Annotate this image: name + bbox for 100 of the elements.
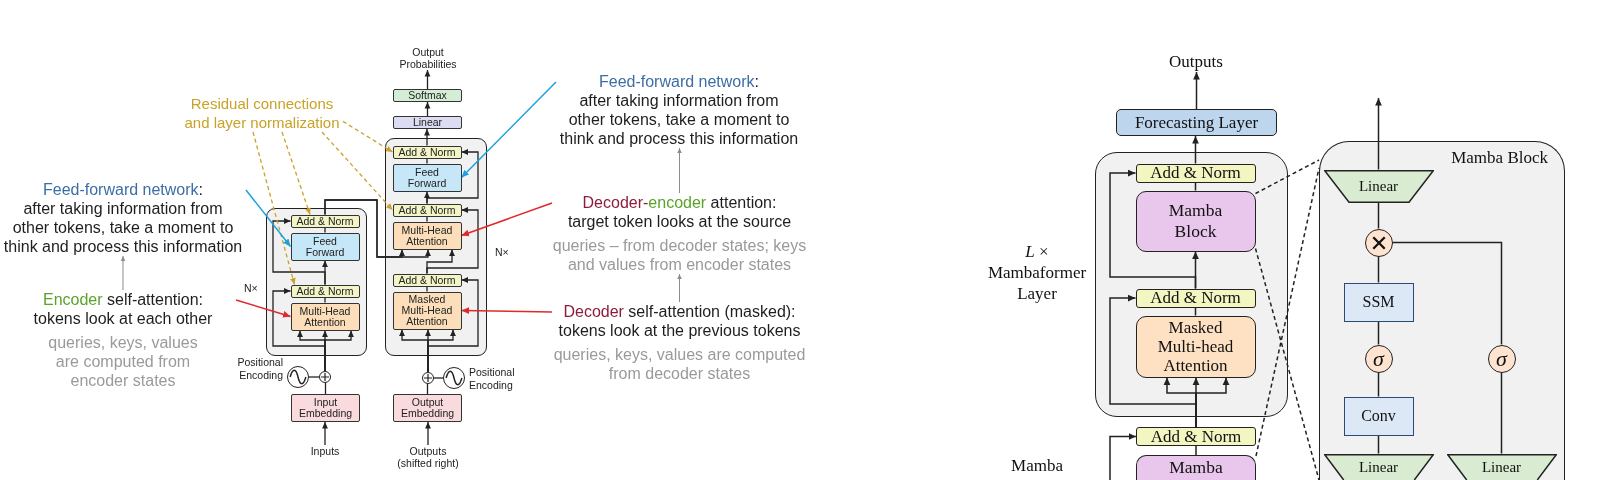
arrow xyxy=(235,299,292,318)
embedding-block: Input Embedding xyxy=(291,394,360,422)
add-norm-block: Add & Norm xyxy=(392,273,462,287)
softmax-block: Softmax xyxy=(393,89,462,102)
arrow xyxy=(427,277,479,373)
arrow xyxy=(272,218,326,286)
plus-icon xyxy=(422,372,434,384)
add-norm-block: Add & Norm xyxy=(1136,427,1256,446)
stack-label: Mamba xyxy=(1010,456,1064,476)
annotation-heading: Feed-forward network: xyxy=(42,180,204,199)
decoder-stack-panel xyxy=(385,138,487,356)
arrow xyxy=(424,101,431,117)
arrow xyxy=(425,421,431,446)
line xyxy=(426,215,428,223)
positional-encoding-label: Positional Encoding xyxy=(236,356,283,382)
arrow xyxy=(460,307,553,314)
arrow xyxy=(322,421,328,446)
dashed-arrow xyxy=(281,131,311,216)
line xyxy=(324,296,326,304)
dashed-arrow xyxy=(342,120,394,153)
arrow xyxy=(324,199,431,258)
line xyxy=(426,383,429,395)
arrow xyxy=(677,273,682,303)
forecasting-layer-block: Forecasting Layer xyxy=(1116,109,1277,136)
annotation-note: queries, keys, values are computed from decoder states xyxy=(552,345,807,383)
arrow xyxy=(426,207,479,275)
attention-block: Multi-Head Attention xyxy=(290,302,360,331)
repeat-count-label: N× xyxy=(495,246,509,258)
arrow xyxy=(424,128,430,147)
line xyxy=(324,226,326,234)
linear-block: Linear xyxy=(393,116,462,129)
feed-forward-block: Feed Forward xyxy=(392,163,462,192)
arrow xyxy=(1375,97,1382,171)
line xyxy=(1195,445,1197,456)
annotation-heading: Feed-forward network: xyxy=(598,72,760,91)
mamba-block: Mamba Block xyxy=(1135,190,1256,252)
line xyxy=(1500,371,1503,455)
annotation-text: after taking information from other tokens, take a moment to think and process this information xyxy=(3,199,243,256)
add-norm-block: Add & Norm xyxy=(290,214,360,228)
feed-forward-block: Feed Forward xyxy=(290,232,360,261)
line xyxy=(1194,181,1197,192)
sine-wave-icon xyxy=(443,367,465,389)
repeat-count-label: N× xyxy=(244,282,258,294)
sine-wave-icon xyxy=(287,366,309,388)
arrow xyxy=(677,147,682,194)
residual-note: Residual connections and layer normalization xyxy=(181,94,343,132)
annotation-note: queries – from decoder states; keys and values from encoder states xyxy=(552,236,807,274)
line xyxy=(1194,306,1197,317)
masked-attention-block: Masked Multi-Head Attention xyxy=(392,291,462,330)
plus-icon xyxy=(319,371,331,383)
arrow xyxy=(460,81,557,179)
annotation-text: target token looks at the source xyxy=(567,212,792,231)
attention-block: Multi-Head Attention xyxy=(392,221,462,250)
arrow xyxy=(460,202,553,237)
line xyxy=(1377,371,1380,398)
linear-trapezoid: Linear xyxy=(1323,169,1434,203)
inputs-label: Inputs xyxy=(310,445,340,457)
panel-title: Mamba Block xyxy=(1451,148,1548,168)
line xyxy=(324,382,327,395)
multiply-icon xyxy=(1364,228,1393,257)
line xyxy=(426,285,428,293)
line xyxy=(433,377,444,379)
dashed-line xyxy=(1254,247,1320,480)
add-norm-block: Add & Norm xyxy=(290,284,360,298)
add-norm-block: Add & Norm xyxy=(392,145,462,159)
add-norm-block: Add & Norm xyxy=(1135,288,1256,308)
arrow xyxy=(424,69,431,90)
arrow xyxy=(1193,71,1200,110)
line xyxy=(426,157,428,165)
add-norm-block: Add & Norm xyxy=(1135,163,1256,183)
line xyxy=(1391,241,1503,346)
masked-attention-block: Masked Multi-head Attention xyxy=(1135,315,1256,378)
add-norm-block: Add & Norm xyxy=(392,203,462,217)
sigma-operator: σ xyxy=(1364,344,1393,373)
line xyxy=(308,376,320,378)
dashed-arrow xyxy=(321,131,394,211)
line xyxy=(1377,434,1380,455)
arrow xyxy=(426,149,479,205)
conv-block: Conv xyxy=(1343,396,1414,436)
arrow xyxy=(1109,433,1137,480)
mamba-block-detail-panel xyxy=(1319,141,1565,480)
dashed-line xyxy=(1254,159,1320,195)
annotation-heading: Encoder self-attention: xyxy=(42,290,204,309)
mambaformer-layer-panel xyxy=(1095,152,1288,417)
output-probabilities-label: Output Probabilities xyxy=(394,46,462,70)
annotation-text: tokens look at the previous tokens xyxy=(558,321,801,340)
layer-repeat-label: L × Mambaformer Layer xyxy=(986,241,1088,304)
arrow xyxy=(120,255,126,291)
line xyxy=(1377,255,1380,284)
dashed-arrow xyxy=(252,131,296,286)
mamba-block: Mamba xyxy=(1136,455,1256,480)
annotation-note: queries, keys, values are computed from encoder states xyxy=(47,333,199,390)
sigma-operator: σ xyxy=(1487,344,1516,373)
arrow xyxy=(245,189,292,248)
annotation-text: after taking information from other tokens, take a moment to think and process this information xyxy=(559,91,799,148)
encoder-stack-panel xyxy=(266,208,367,356)
linear-trapezoid: Linear xyxy=(1323,453,1434,480)
line xyxy=(1377,201,1380,230)
arrow xyxy=(1192,135,1199,165)
annotation-heading: Decoder self-attention (masked): xyxy=(563,302,796,321)
